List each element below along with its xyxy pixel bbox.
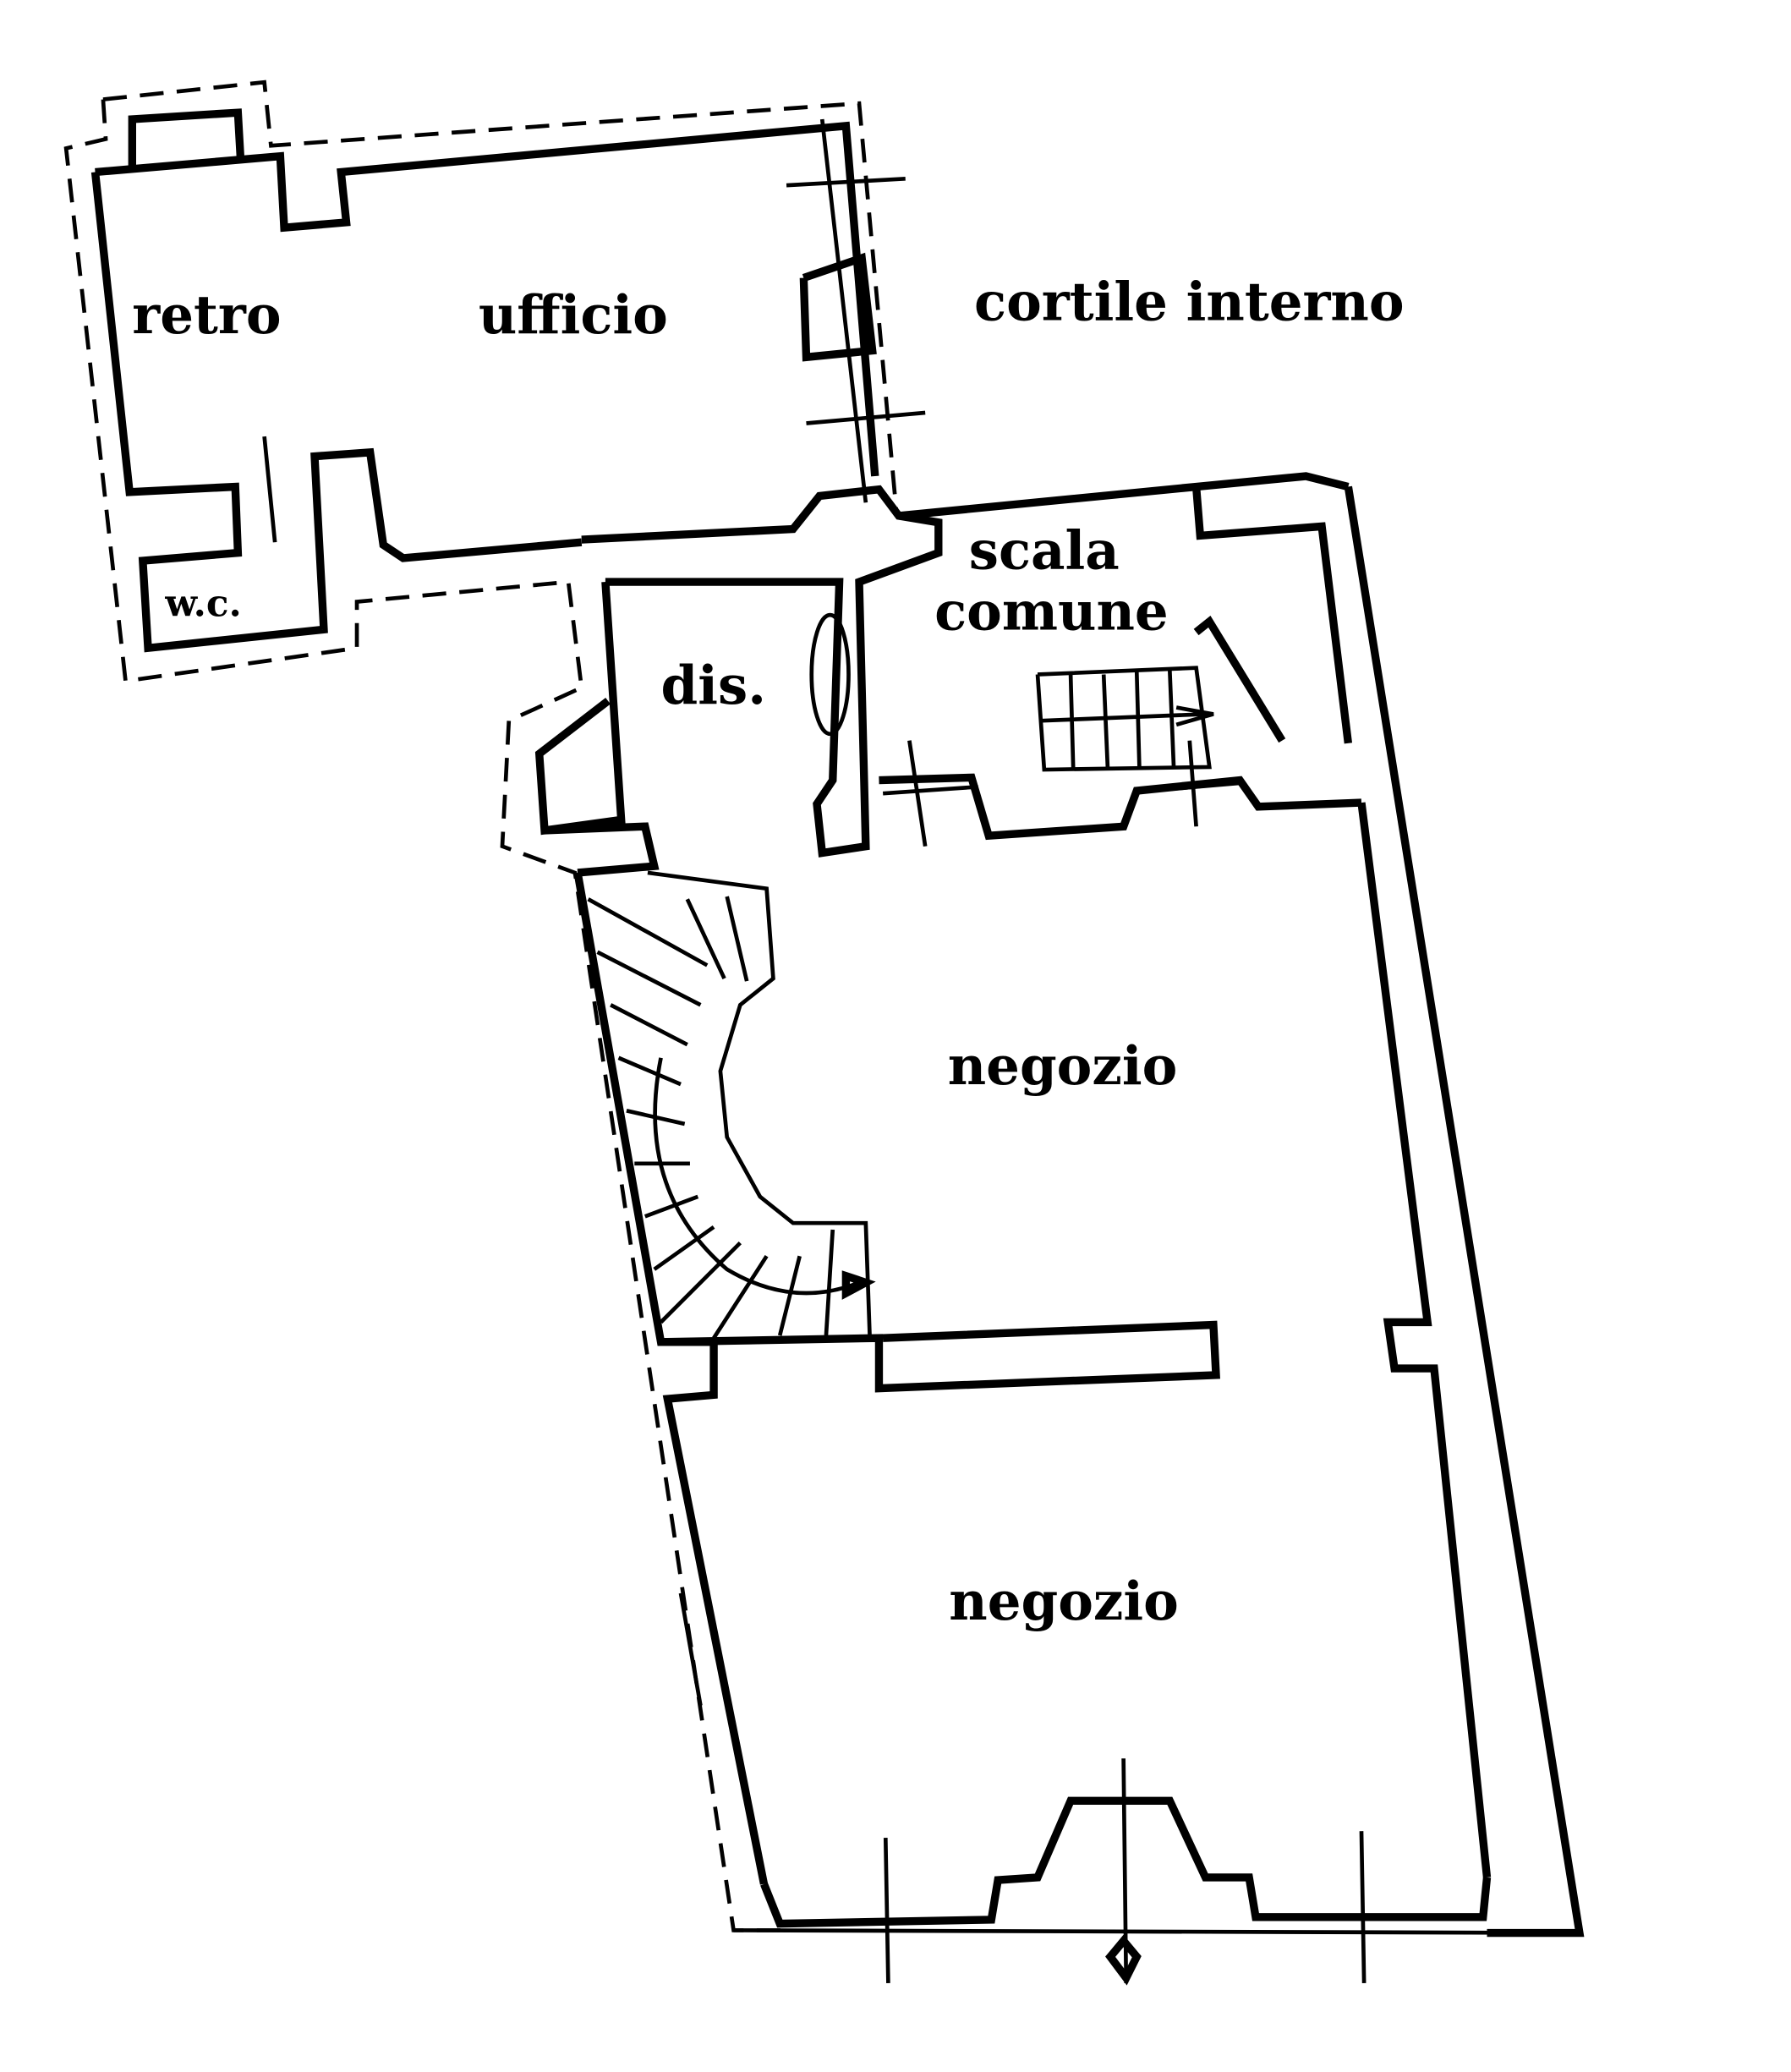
stair-hall-walls — [534, 472, 1362, 877]
stair-arrow-icon — [841, 1270, 876, 1300]
area-label-cortile-interno: cortile interno — [974, 271, 1405, 333]
spiral-staircase — [587, 870, 876, 1340]
property-boundary — [63, 79, 899, 1932]
room-label-wc: w.c. — [164, 583, 241, 626]
room-label-negozio-upper: negozio — [948, 1034, 1178, 1097]
room-label-retro: retro — [132, 283, 281, 346]
room-label-ufficio: ufficio — [479, 283, 668, 346]
room-label-scala-line1: scala — [969, 518, 1120, 581]
room-label-scala-line2: comune — [934, 579, 1169, 642]
entrance-arrow-icon — [1105, 1934, 1142, 1986]
room-label-dis: dis. — [661, 654, 766, 716]
shop-walls — [573, 485, 1585, 1986]
room-label-negozio-lower: negozio — [949, 1570, 1179, 1632]
office-walls — [90, 108, 926, 653]
